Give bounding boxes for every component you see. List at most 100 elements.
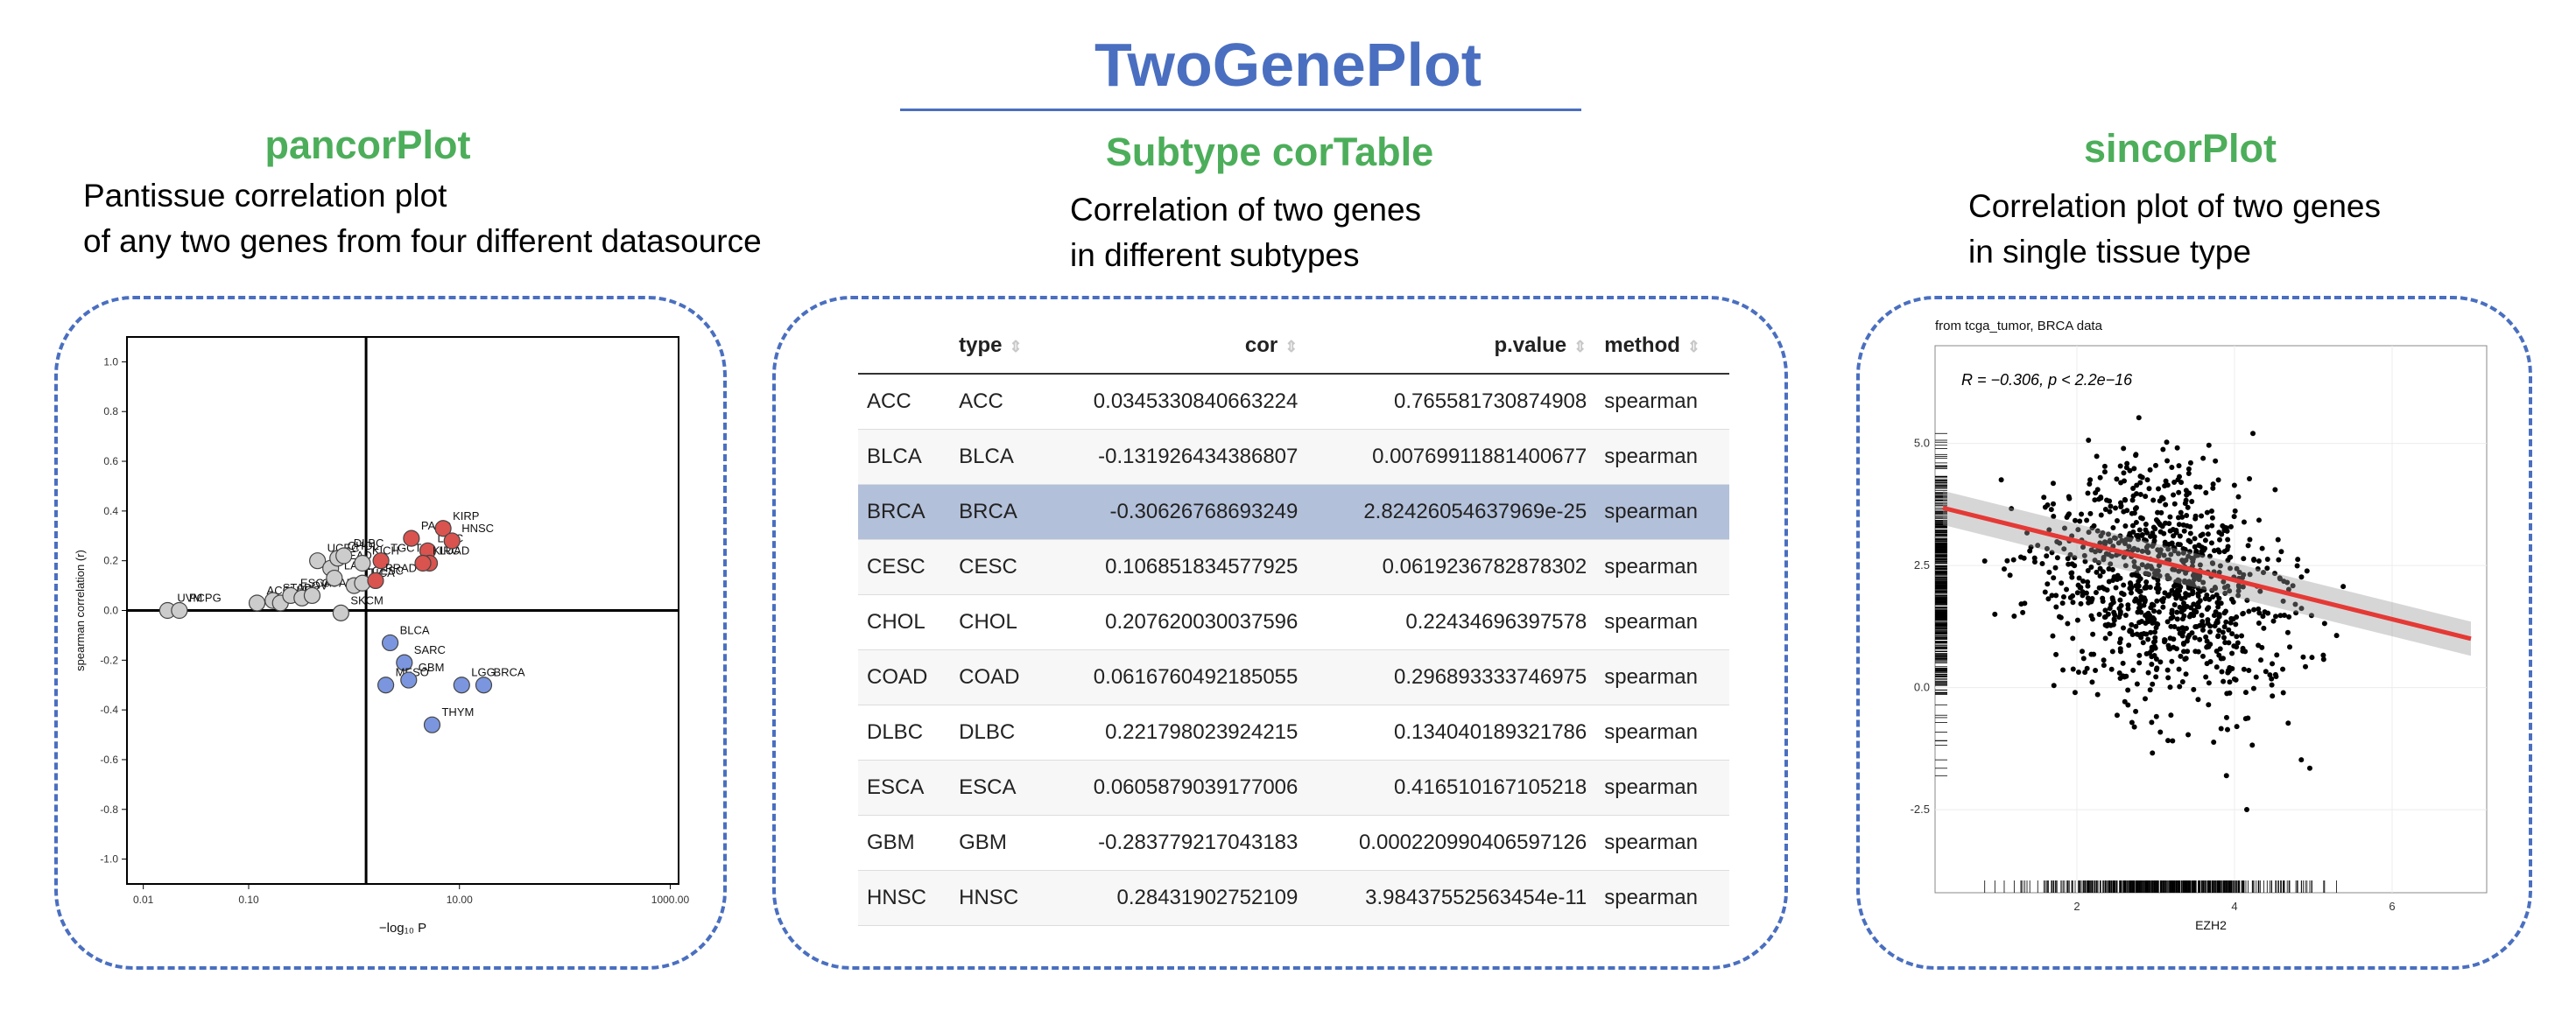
pancor-y-tick-label: -0.8 xyxy=(100,803,118,816)
sincor-point xyxy=(2045,581,2051,587)
sincor-point xyxy=(2230,599,2236,605)
sincor-point xyxy=(2192,536,2198,542)
sincor-point xyxy=(2256,642,2262,649)
column-header-cor[interactable]: cor⇕ xyxy=(1045,319,1307,375)
sincor-point xyxy=(2080,593,2086,599)
sincor-point xyxy=(2209,523,2215,529)
sincor-point xyxy=(2156,609,2162,615)
sincor-point xyxy=(2269,682,2275,688)
sincor-point xyxy=(2134,681,2140,687)
pancor-point-thym xyxy=(423,716,441,733)
sincor-point xyxy=(2171,548,2178,554)
sincor-point xyxy=(2061,546,2067,552)
table-cell: CHOL xyxy=(858,594,951,650)
sort-icon[interactable]: ⇕ xyxy=(1686,338,1700,355)
sincor-point xyxy=(2156,553,2162,559)
sincor-point xyxy=(2164,439,2170,445)
sincor-point xyxy=(2020,609,2026,615)
sort-icon[interactable]: ⇕ xyxy=(1284,338,1299,355)
column-header-method[interactable]: method⇕ xyxy=(1595,319,1729,375)
sincor-point xyxy=(2278,549,2284,555)
table-cell: COAD xyxy=(950,649,1045,705)
sincor-point xyxy=(2072,517,2078,523)
sincor-point xyxy=(2096,612,2102,618)
sincor-point xyxy=(2113,505,2119,511)
sincor-x-axis-label: EZH2 xyxy=(2195,918,2227,932)
sincor-point xyxy=(2072,555,2078,561)
column-header-label: p.value xyxy=(1494,333,1567,357)
sincor-point xyxy=(2187,538,2193,544)
sincor-point xyxy=(2155,547,2161,553)
sincor-point xyxy=(2290,583,2296,589)
sincor-point xyxy=(2080,656,2087,662)
sincor-point xyxy=(2042,589,2048,595)
sincor-point xyxy=(2209,515,2215,521)
sincor-point xyxy=(2280,666,2286,672)
sincor-point xyxy=(2070,600,2076,606)
table-header-row: type⇕cor⇕p.value⇕method⇕ xyxy=(858,319,1729,375)
sincor-point xyxy=(2200,579,2206,586)
sincor-point xyxy=(2128,590,2134,596)
sincor-point xyxy=(2265,610,2271,616)
sincor-point xyxy=(2179,616,2185,622)
column-header-p.value[interactable]: p.value ⇕ xyxy=(1306,319,1596,375)
sincor-point xyxy=(2157,522,2164,528)
column-header-rowname[interactable] xyxy=(858,319,951,375)
sincor-point xyxy=(2124,508,2130,514)
sincor-point xyxy=(2256,610,2263,616)
sincor-point xyxy=(2285,720,2291,726)
pancor-point-kich xyxy=(354,554,371,572)
sincor-point xyxy=(2221,635,2227,641)
pancor-y-tick-label: 0.8 xyxy=(103,405,118,417)
sincor-point xyxy=(2306,765,2312,771)
sincor-point xyxy=(2051,575,2057,581)
table-cell: COAD xyxy=(858,649,951,705)
sincor-point xyxy=(2216,612,2222,618)
sincor-point xyxy=(2203,674,2209,680)
sincor-point xyxy=(2298,606,2305,612)
sincor-desc-line1: Correlation plot of two genes xyxy=(1968,188,2381,224)
pancor-y-tick-label: 1.0 xyxy=(103,355,118,368)
sort-icon[interactable]: ⇕ xyxy=(1009,338,1023,355)
sincor-points xyxy=(1981,415,2347,813)
sincor-point xyxy=(2204,592,2210,598)
column-header-type[interactable]: type⇕ xyxy=(950,319,1045,375)
table-cell: CHOL xyxy=(950,594,1045,650)
sincor-point xyxy=(2226,668,2232,674)
sincor-point xyxy=(2286,614,2292,620)
sincor-point xyxy=(2193,484,2199,490)
table-cell: spearman xyxy=(1595,815,1729,871)
sincor-point xyxy=(2106,565,2112,572)
sincor-point xyxy=(2018,554,2024,560)
sincor-point xyxy=(2145,550,2151,556)
table-cell: spearman xyxy=(1595,760,1729,816)
sincor-point xyxy=(2049,550,2055,556)
sincor-point xyxy=(2191,583,2197,589)
sincor-point xyxy=(2094,569,2100,575)
table-cell: BRCA xyxy=(950,484,1045,540)
sincor-point xyxy=(2251,607,2257,613)
sincor-point xyxy=(2235,640,2241,646)
pancor-point-laml xyxy=(326,569,343,587)
table-cell: spearman xyxy=(1595,484,1729,540)
sort-icon[interactable]: ⇕ xyxy=(1573,338,1587,355)
sincor-point xyxy=(2031,558,2038,565)
sincor-point xyxy=(2176,568,2182,574)
sincor-point xyxy=(2183,591,2189,597)
sincor-point xyxy=(2129,510,2135,516)
sincor-point xyxy=(2153,713,2159,719)
sincor-point xyxy=(2193,609,2199,615)
sincor-point xyxy=(2165,593,2171,599)
sincor-point xyxy=(2151,652,2157,658)
sincor-point xyxy=(2117,611,2123,617)
